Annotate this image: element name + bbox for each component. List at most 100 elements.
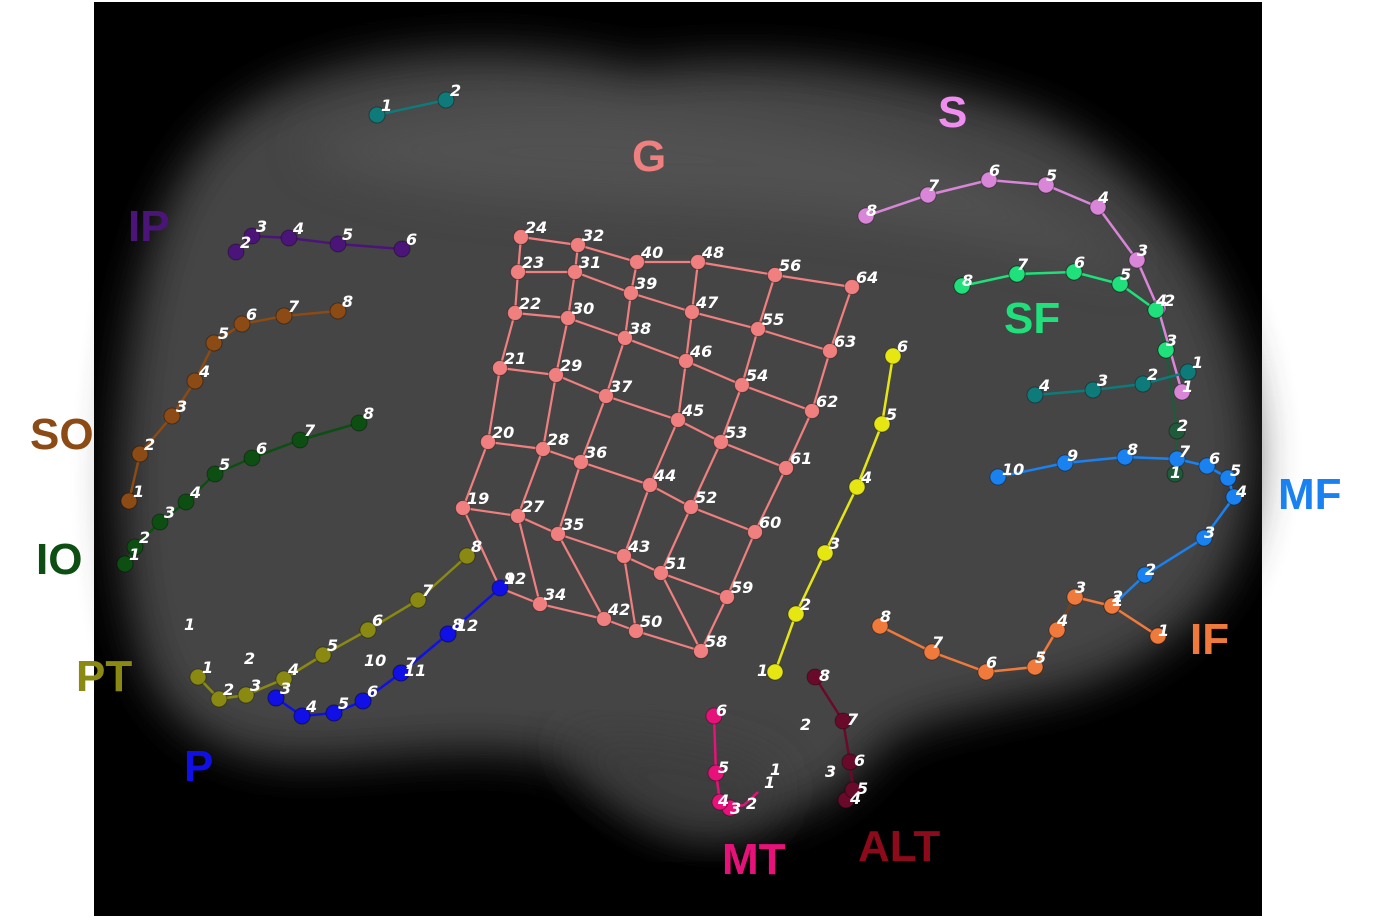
grid-contact-61 [778,460,794,476]
p-contact-extra-12 [491,579,509,597]
so-contact-number-2: 2 [144,435,155,454]
grid-contact-27 [510,508,526,524]
teal_mid-contact-3 [1084,381,1102,399]
io-contact-number-2: 2 [139,528,150,547]
grid-contact-number-40: 40 [640,243,663,262]
pt-contact-number-3: 3 [250,676,261,695]
s-contact-1 [1173,383,1191,401]
contact-numbers: 1920212223242728293031323536373839404344… [129,81,1247,818]
grid-contact-number-36: 36 [585,443,607,462]
mf-strip-wire [997,455,1236,607]
so-contact-8 [329,302,347,320]
pt-contact-number-5: 5 [327,636,338,655]
so-contact-6 [233,315,251,333]
mf-contact-number-7: 7 [1179,442,1191,461]
mt-contact-4 [711,793,729,811]
mt-contact-number-6: 6 [716,701,727,720]
mf-contact-number-9: 9 [1067,446,1078,465]
yellow-contact-number-5: 5 [886,405,897,424]
if-contact-number-6: 6 [986,653,997,672]
mt-contact-number-5: 5 [718,758,729,777]
grid-contact-number-32: 32 [582,226,604,245]
grid-contact-number-54: 54 [746,366,768,385]
label-SF: SF [1004,294,1061,343]
ip-contact-number-2: 2 [240,233,251,252]
s-contact-7 [919,186,937,204]
teal_mid-contact-2 [1134,375,1152,393]
teal_mid-contact-1 [1179,363,1197,381]
grid-contact-24 [513,229,529,245]
teal_top-contact-number-1: 1 [381,96,392,115]
grid-row-wire-5 [520,235,853,289]
pt-contact-number-6: 6 [372,611,383,630]
if-contact-4 [1048,621,1066,639]
s-contact-number-3: 3 [1137,241,1148,260]
so-contact-number-5: 5 [218,324,229,343]
grid-contact-number-61: 61 [790,449,812,468]
grid-col-wire-5 [725,286,854,598]
ip-contact-number-3: 3 [256,217,267,236]
p-contact-number-4: 4 [305,697,317,716]
so-contact-number-8: 8 [342,292,353,311]
pt-contact-3 [237,686,255,704]
so-contact-2 [131,445,149,463]
so-contact-1 [120,492,138,510]
alt-contact-7 [834,712,852,730]
grid-contact-number-46: 46 [689,342,712,361]
mt-contact-number-1: 1 [764,773,775,792]
if-contact-7 [923,643,941,661]
grid-contact-number-19: 19 [467,489,489,508]
yellow-contact-number-3: 3 [829,534,840,553]
mf-contact-7 [1168,450,1186,468]
pt-contact-number-1: 1 [202,658,213,677]
grid-contact-52 [683,499,699,515]
grid-contact-29 [548,367,564,383]
so-contact-5 [205,334,223,352]
pt-contact-number-7: 7 [422,581,434,600]
grid-row-wire-1 [487,440,756,534]
grid-row-wire-4 [518,270,831,353]
p-contact-extra-8 [325,704,343,722]
if-contact-8 [871,617,889,635]
p-contact-extra-9 [354,692,372,710]
s-strip-wire [865,178,1184,393]
s-contact-8 [857,207,875,225]
mf-contact-6 [1198,457,1216,475]
grid-contact-35 [550,526,566,542]
alt-contact-number-4: 4 [849,789,861,808]
io-contact-number-1: 1 [129,545,140,564]
io-contact-7 [291,431,309,449]
io-contact-4 [177,493,195,511]
grid-contact-39 [623,285,639,301]
yellow-contact-number-6: 6 [897,337,908,356]
io-contact-number-5: 5 [219,455,230,474]
sf-contact-number-8: 8 [962,271,973,290]
grid-contact-45 [670,412,686,428]
so-contact-number-4: 4 [198,362,210,381]
grid-contact-number-29: 29 [560,356,582,375]
grid-contact-38 [617,330,633,346]
grid-row-wire-2 [499,366,787,470]
ip-contact-number-4: 4 [292,219,304,238]
grid-bottom-contact-50 [628,623,644,639]
grid-contact-number-37: 37 [610,377,633,396]
ip-contact-2 [227,243,245,261]
so-contact-7 [275,307,293,325]
pt-contact-2 [210,690,228,708]
teal_mid-contact-4 [1026,386,1044,404]
if-contact-1 [1149,627,1167,645]
grid-contact-number-38: 38 [629,319,651,338]
mt-contact-number-2: 2 [746,794,757,813]
grid-contact-31 [567,264,583,280]
p-contact-number-9: 9 [504,569,515,588]
grid-bottom-contact-42 [596,611,612,627]
alt-contact-number-6: 6 [854,751,865,770]
io-contact-number-3: 3 [164,503,175,522]
s-contact-number-6: 6 [989,161,1000,180]
io-contact-3 [151,513,169,531]
teal_top-strip-wire [376,98,447,117]
grid-contact-number-52: 52 [695,488,717,507]
mf-contact-2 [1136,566,1154,584]
pt-contact-5 [314,646,332,664]
